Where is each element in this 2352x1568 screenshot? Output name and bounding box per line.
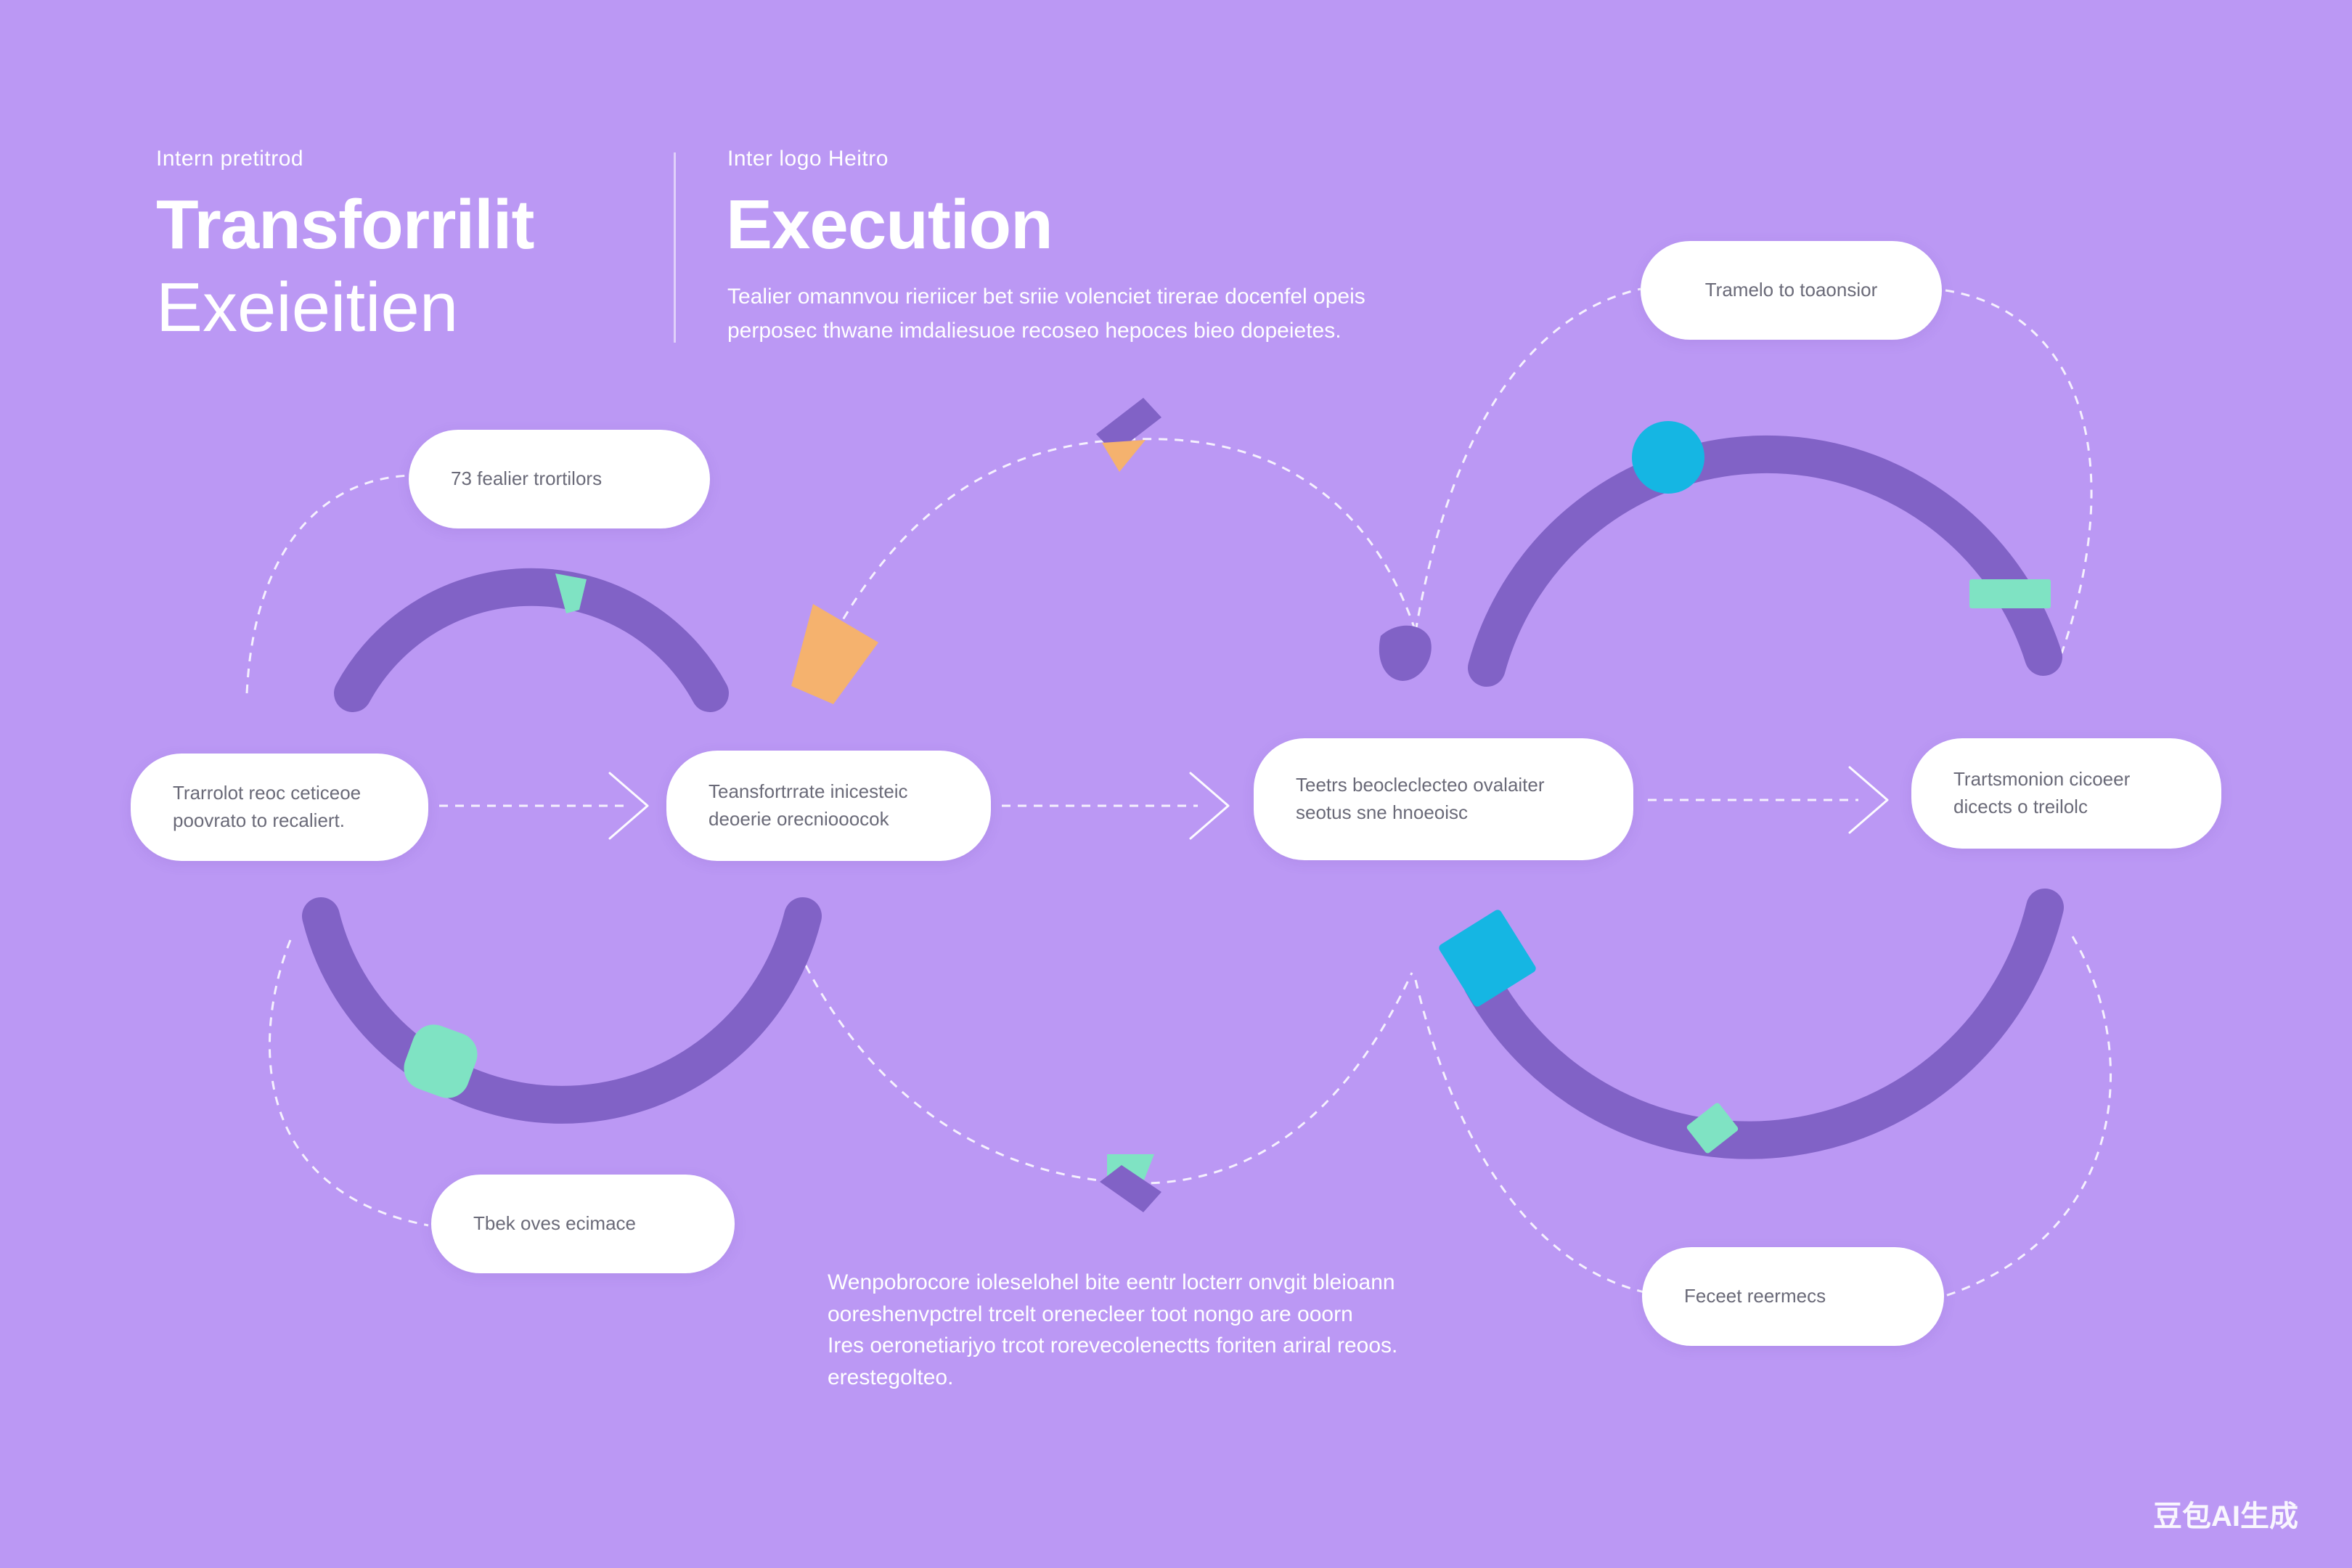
node-bottom-right: Feceet reermecs <box>1642 1247 1944 1346</box>
dashed-connector <box>812 438 1417 676</box>
eyebrow-left: Intern pretitrod <box>156 147 304 171</box>
arrow-head-icon <box>608 772 649 840</box>
node-step-4: Trartsmonion cicoeer dicects o treilolc <box>1911 738 2221 849</box>
watermark: 豆包AI生成 <box>2153 1500 2298 1532</box>
note-line: erestegolteo. <box>828 1365 954 1389</box>
node-label-line: Teansfortrrate inicesteic <box>709 780 908 803</box>
purple-arc <box>302 897 822 1124</box>
blue-square <box>1439 910 1536 1007</box>
node-step-3: Teetrs beocleclecteo ovalaiter seotus sn… <box>1254 738 1633 860</box>
title-left-bold: Transforrilit <box>156 186 534 264</box>
bottom-note: Wenpobrocore ioleselohel bite eentr loct… <box>828 1267 1481 1393</box>
node-label-line: Trartsmonion cicoeer <box>1953 768 2131 791</box>
header-divider <box>674 152 676 343</box>
node-bottom-left: Tbek oves ecimace <box>431 1175 735 1273</box>
dashed-connector <box>804 965 1413 1185</box>
header-description: Tealier omannvou rieriicer bet sriie vol… <box>727 280 1453 348</box>
purple-arc <box>1463 889 2064 1159</box>
purple-arc <box>334 568 729 712</box>
purple-arc <box>1468 436 2062 687</box>
dashed-connector <box>245 474 411 694</box>
node-step-1: Trarrolot reoc ceticeoe poovrato to reca… <box>131 754 428 861</box>
node-label-line: seotus sne hnoeoisc <box>1296 801 1469 823</box>
dashed-connector <box>1945 289 2093 654</box>
node-label: Tramelo to toaonsior <box>1704 279 1878 301</box>
node-label-line: deoerie orecniooocok <box>709 808 889 830</box>
blue-dot <box>1632 421 1704 494</box>
node-label: Feceet reermecs <box>1684 1285 1826 1307</box>
eyebrow-right: Inter logo Heitro <box>727 147 889 171</box>
note-line: ooreshenvpctrel trcelt orenecleer toot n… <box>828 1302 1353 1326</box>
description-line: perposec thwane imdaliesuoe recoseo hepo… <box>727 318 1342 343</box>
dashed-connector <box>1414 287 1641 632</box>
teal-square <box>1686 1103 1739 1153</box>
dashed-connector <box>268 939 429 1227</box>
node-label-line: poovrato to recaliert. <box>173 809 346 831</box>
purple-blob <box>1379 625 1432 681</box>
node-label-line: dicects o treilolc <box>1953 796 2088 817</box>
dashed-connector <box>1414 979 1645 1294</box>
teal-rounded-square <box>404 1024 478 1098</box>
node-label: Tbek oves ecimace <box>473 1212 636 1235</box>
note-line: Ires oeronetiarjyo trcot rorevecolenectt… <box>828 1334 1398 1357</box>
orange-tag <box>1102 440 1146 472</box>
node-top-right: Tramelo to toaonsior <box>1641 241 1942 340</box>
teal-bar <box>1969 579 2051 608</box>
node-label-line: Trarrolot reoc ceticeoe <box>173 782 362 804</box>
description-line: Tealier omannvou rieriicer bet sriie vol… <box>727 285 1365 309</box>
title-left-light: Exeieitien <box>156 269 459 346</box>
node-label-line: Teetrs beocleclecteo ovalaiter <box>1296 774 1545 796</box>
node-top-left: 73 fealier trortilors <box>409 430 710 528</box>
teal-tag-shape <box>555 573 587 613</box>
node-label: 73 fealier trortilors <box>451 467 603 490</box>
title-right: Execution <box>726 186 1053 264</box>
orange-quad <box>791 604 878 704</box>
purple-tag <box>1096 398 1161 454</box>
purple-tag <box>1100 1165 1161 1212</box>
note-line: Wenpobrocore ioleselohel bite eentr loct… <box>828 1270 1395 1294</box>
node-step-2: Teansfortrrate inicesteic deoerie orecni… <box>666 751 991 861</box>
arrow-head-icon <box>1189 772 1230 840</box>
arrow-head-icon <box>1848 766 1889 834</box>
